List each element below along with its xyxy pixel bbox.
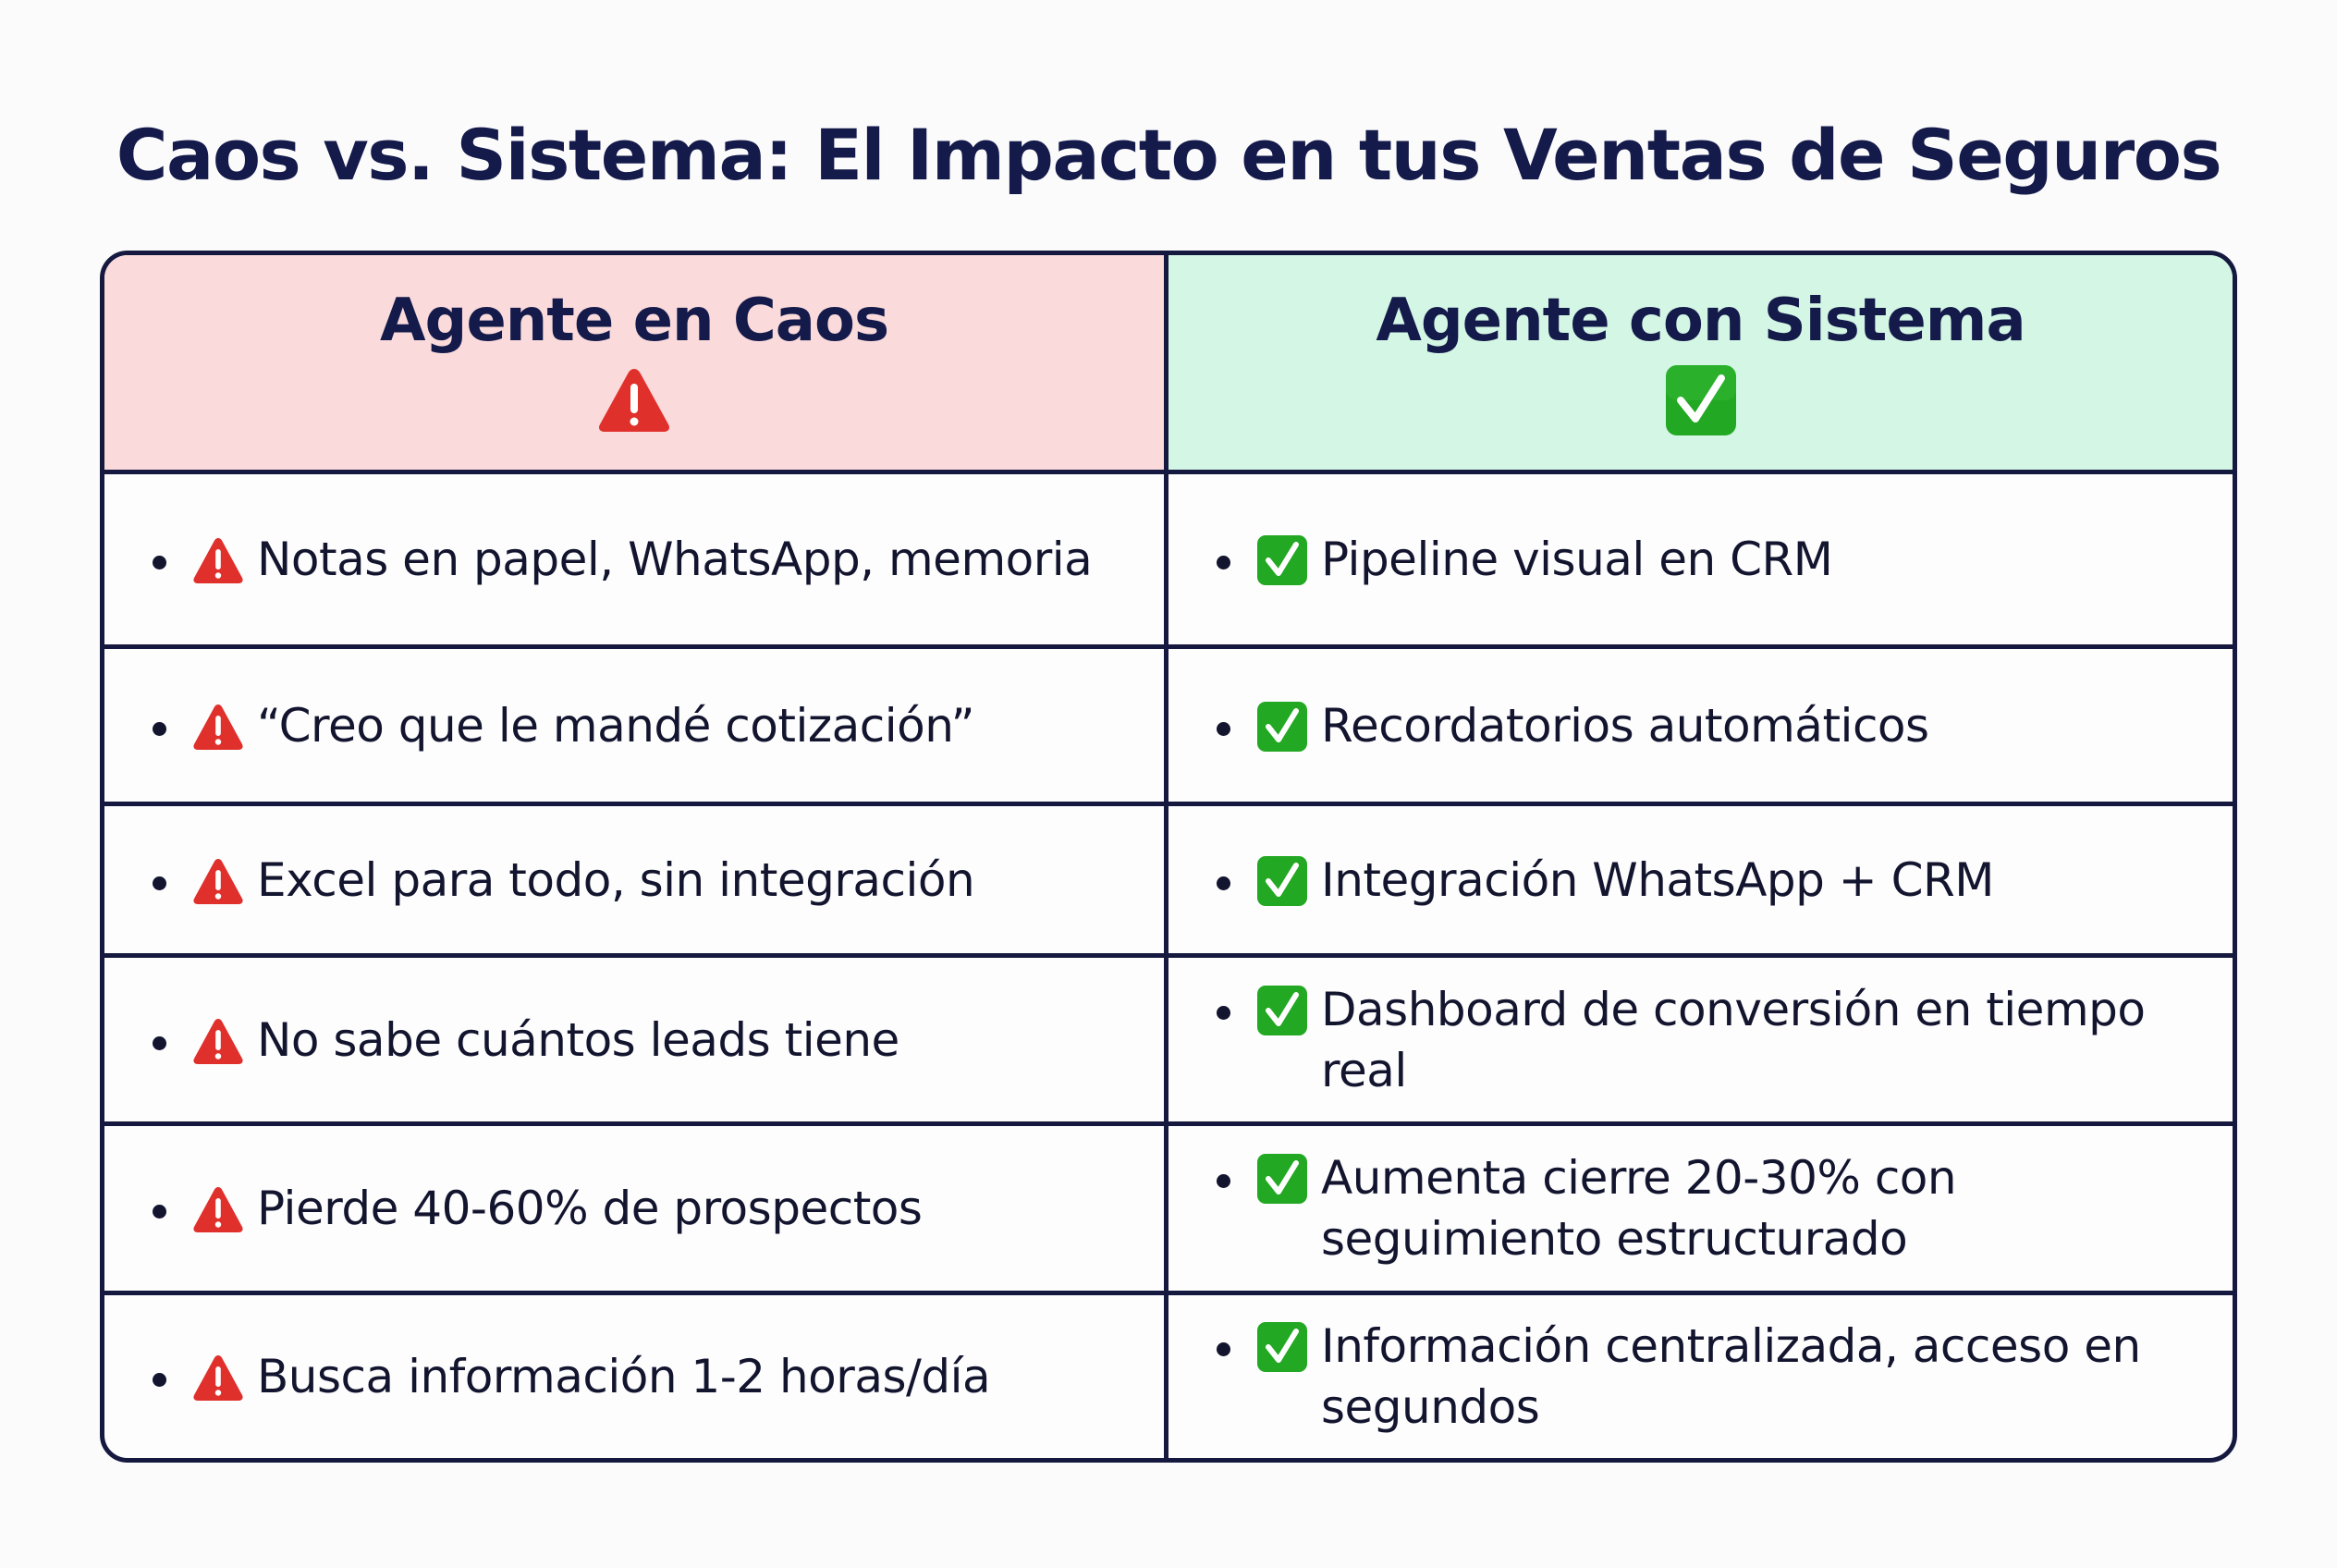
item-text: Integración WhatsApp + CRM [1321,852,1994,907]
table-cell-chaos-2: “Creo que le mandé cotización” [104,649,1168,806]
check-mark-button-icon [1257,1154,1307,1204]
list-item: Pierde 40-60% de prospectos [104,1178,1164,1239]
list-item: Integración WhatsApp + CRM [1168,850,2233,911]
item-text: No sabe cuántos leads tiene [257,1012,899,1067]
bullet-icon [1217,1005,1230,1020]
check-mark-button-icon [1257,535,1307,585]
warning-icon [193,538,243,583]
check-mark-button-icon [1257,701,1307,752]
item-text: Dashboard de conversión en tiempo real [1321,982,2146,1097]
item-text: Pierde 40-60% de prospectos [257,1182,923,1235]
list-item: Aumenta cierre 20-30% con seguimiento es… [1168,1147,2233,1269]
warning-icon [193,858,243,904]
bullet-icon [153,556,166,570]
warning-icon [193,1355,243,1401]
list-item: Notas en papel, WhatsApp, memoria [104,529,1164,590]
column-title-system: Agente con Sistema [1376,287,2025,355]
warning-icon [193,1018,243,1064]
table-cell-system-4: Dashboard de conversión en tiempo real [1168,958,2233,1126]
column-header-system: Agente con Sistema [1168,255,2233,474]
column-header-chaos: Agente en Caos [104,255,1168,474]
bullet-icon [153,1035,166,1050]
check-mark-button-icon [1257,855,1307,906]
list-item: Información centralizada, acceso en segu… [1168,1316,2233,1438]
item-text: Recordatorios automáticos [1321,698,1929,753]
table-cell-chaos-6: Busca información 1-2 horas/día [104,1295,1168,1458]
check-mark-button-icon [1257,985,1307,1035]
bullet-icon [1217,556,1230,570]
bullet-icon [1217,721,1230,736]
column-title-chaos: Agente en Caos [379,287,889,355]
table-cell-system-5: Aumenta cierre 20-30% con seguimiento es… [1168,1126,2233,1295]
item-text: Aumenta cierre 20-30% con seguimiento es… [1321,1151,1957,1266]
table-cell-system-3: Integración WhatsApp + CRM [1168,806,2233,958]
item-text: “Creo que le mandé cotización” [257,698,975,753]
bullet-icon [1217,1174,1230,1188]
table-cell-chaos-5: Pierde 40-60% de prospectos [104,1126,1168,1295]
bullet-icon [153,876,166,890]
bullet-icon [153,721,166,736]
list-item: Recordatorios automáticos [1168,695,2233,756]
bullet-icon [153,1373,166,1387]
bullet-icon [1217,876,1230,890]
item-text: Pipeline visual en CRM [1321,533,1833,586]
table-cell-system-1: Pipeline visual en CRM [1168,474,2233,649]
item-text: Notas en papel, WhatsApp, memoria [257,533,1093,586]
comparison-table: Agente en Caos Agente con Sistema Notas … [100,251,2237,1463]
warning-icon [193,1187,243,1232]
table-cell-chaos-4: No sabe cuántos leads tiene [104,958,1168,1126]
list-item: Busca información 1-2 horas/día [104,1346,1164,1407]
table-cell-system-6: Información centralizada, acceso en segu… [1168,1295,2233,1458]
item-text: Información centralizada, acceso en segu… [1321,1319,2141,1434]
page-title: Caos vs. Sistema: El Impacto en tus Vent… [116,114,2222,196]
list-item: Pipeline visual en CRM [1168,529,2233,590]
check-mark-button-icon [1665,365,1736,435]
list-item: “Creo que le mandé cotización” [104,695,1164,756]
item-text: Excel para todo, sin integración [257,852,975,907]
bullet-icon [153,1205,166,1219]
table-cell-system-2: Recordatorios automáticos [1168,649,2233,806]
warning-icon [193,704,243,750]
list-item: Excel para todo, sin integración [104,850,1164,911]
bullet-icon [1217,1342,1230,1356]
warning-icon [599,369,669,432]
item-text: Busca información 1-2 horas/día [257,1350,991,1403]
table-cell-chaos-1: Notas en papel, WhatsApp, memoria [104,474,1168,649]
list-item: Dashboard de conversión en tiempo real [1168,979,2233,1101]
list-item: No sabe cuántos leads tiene [104,1010,1164,1071]
check-mark-button-icon [1257,1322,1307,1372]
table-cell-chaos-3: Excel para todo, sin integración [104,806,1168,958]
